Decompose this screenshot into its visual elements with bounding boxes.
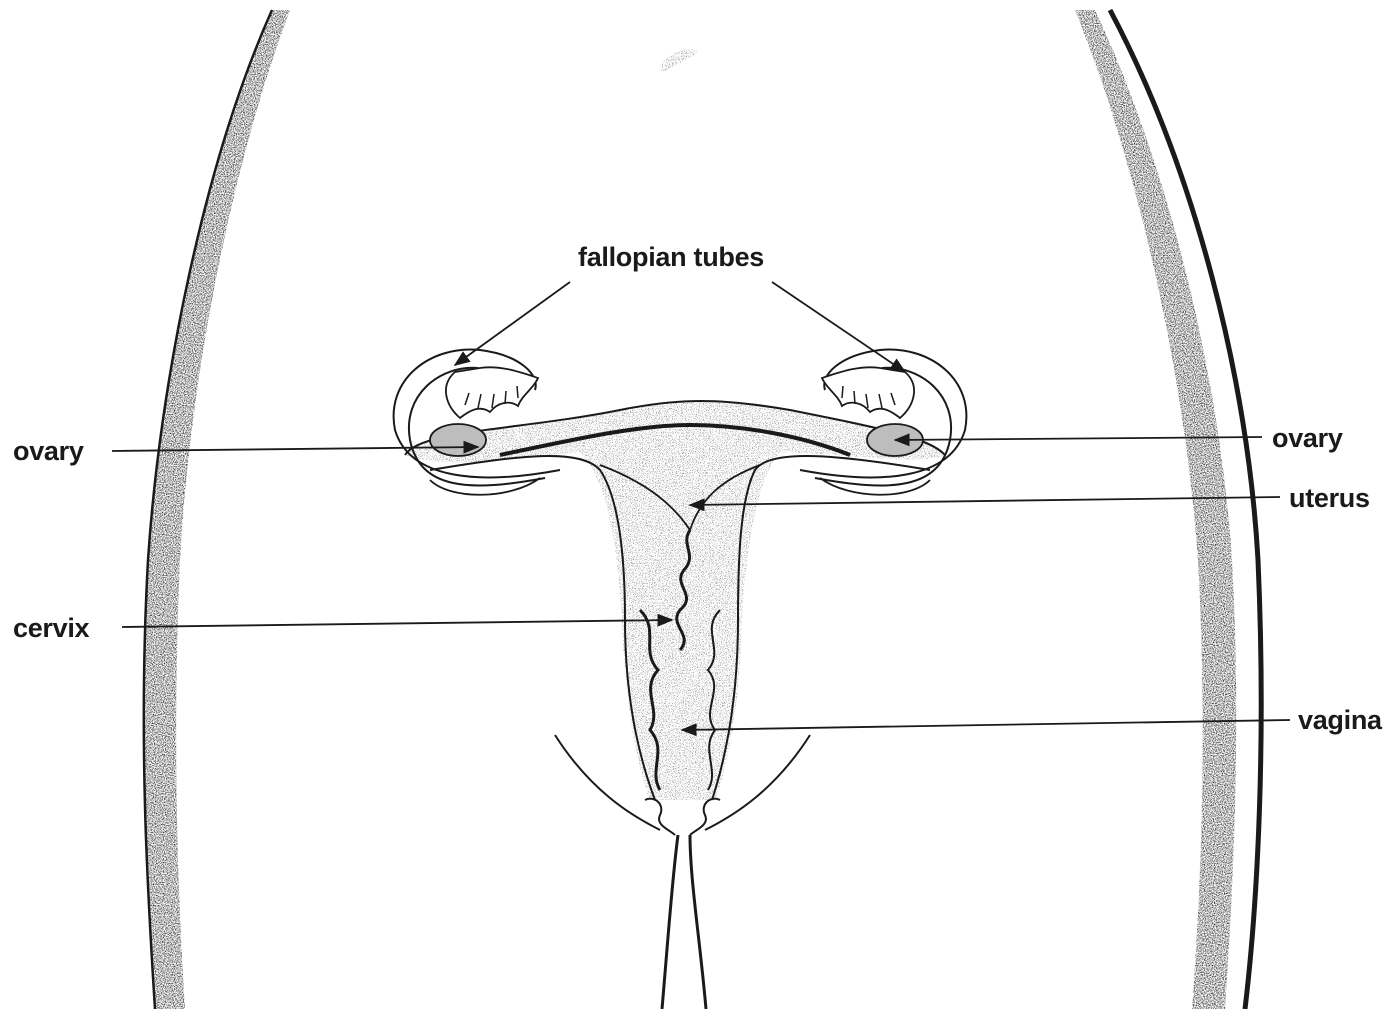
body-outline-right [1075, 10, 1261, 1009]
pointer-fallopian-left [455, 282, 570, 365]
left-fallopian-tube [394, 350, 560, 486]
label-fallopian-tubes: fallopian tubes [578, 244, 764, 271]
pointer-cervix [122, 620, 672, 627]
navel [660, 50, 698, 71]
pointer-fallopian-right [772, 282, 905, 372]
label-uterus: uterus [1289, 485, 1370, 512]
label-vagina: vagina [1298, 707, 1382, 734]
body-outline-left [144, 10, 290, 1009]
pointer-uterus [690, 497, 1280, 505]
pointer-vagina [682, 720, 1290, 730]
label-ovary-left: ovary [13, 438, 84, 465]
label-ovary-right: ovary [1272, 425, 1343, 452]
uterus-shape [405, 401, 945, 800]
label-cervix: cervix [13, 615, 89, 642]
